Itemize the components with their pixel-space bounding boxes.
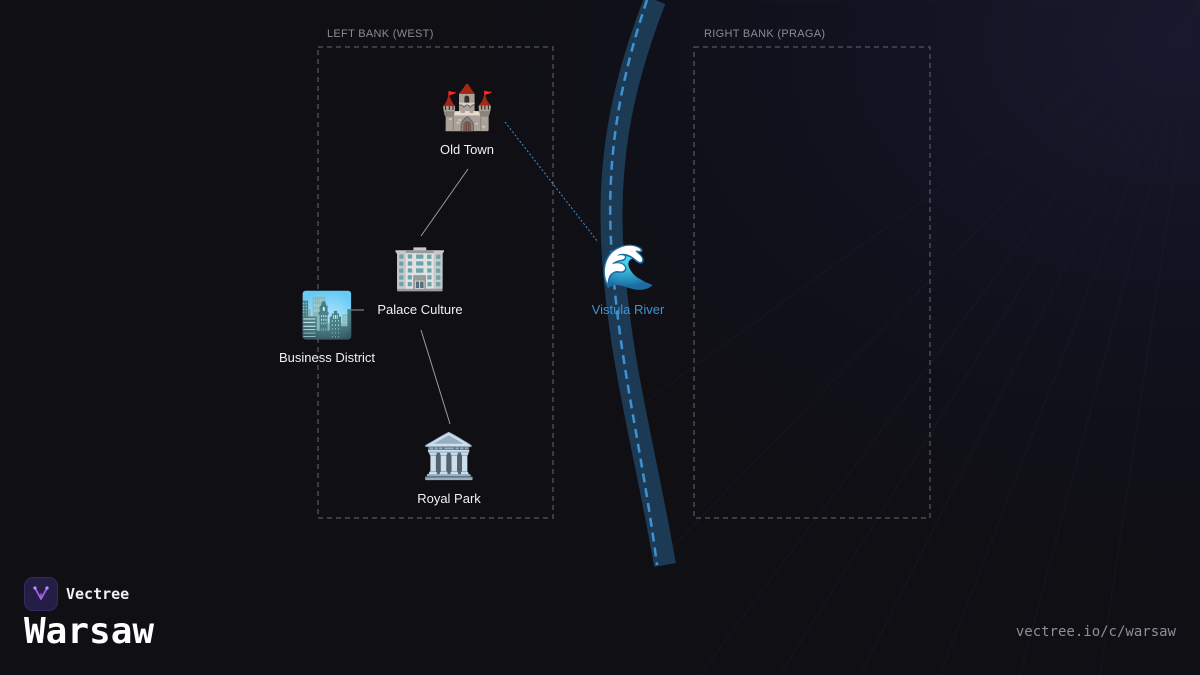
zone-label-right-bank: RIGHT BANK (PRAGA) [704, 28, 826, 40]
vectree-logo-icon [24, 577, 58, 611]
node-label: Old Town [440, 142, 494, 157]
node-label: Palace Culture [377, 302, 463, 317]
river-flow-line [608, 0, 659, 566]
edge-palace-culture-royal-park [420, 329, 451, 425]
edge-old-town-vistula-river [504, 121, 599, 243]
brand-name: Vectree [66, 585, 130, 603]
zone-right-bank [693, 46, 931, 519]
edge-old-town-palace-culture [420, 168, 469, 237]
brand: Vectree [24, 577, 129, 611]
node-label: Royal Park [417, 491, 481, 506]
water-wave-icon: 🌊 [600, 242, 656, 293]
zone-left-bank [317, 46, 554, 519]
page-title: Warsaw [24, 611, 155, 652]
zone-label-left-bank: LEFT BANK (WEST) [327, 28, 434, 40]
node-business-district[interactable]: 🏙️ Business District [279, 290, 375, 365]
castle-icon: 🏰 [439, 82, 495, 133]
node-palace-culture[interactable]: 🏢 Palace Culture [377, 242, 462, 317]
page-url[interactable]: vectree.io/c/warsaw [1015, 624, 1176, 640]
node-royal-park[interactable]: 🏛️ Royal Park [417, 431, 481, 506]
classical-building-icon: 🏛️ [421, 431, 477, 482]
node-label: Vistula River [591, 302, 665, 317]
node-old-town[interactable]: 🏰 Old Town [440, 82, 495, 157]
cityscape-icon: 🏙️ [299, 290, 355, 341]
node-vistula-river[interactable]: 🌊 Vistula River [592, 242, 665, 317]
node-label: Business District [278, 350, 376, 365]
office-building-icon: 🏢 [392, 242, 448, 293]
